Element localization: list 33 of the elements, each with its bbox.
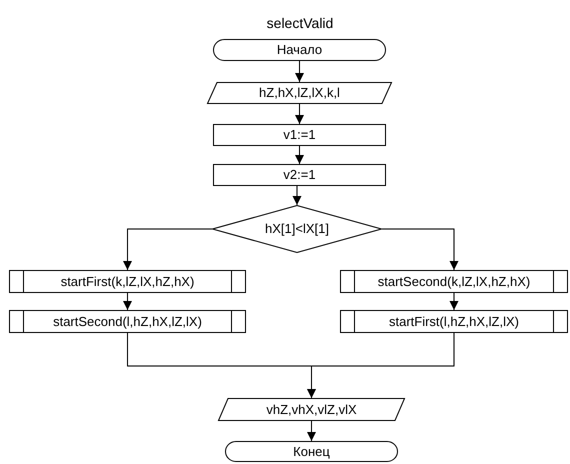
decision-diamond [212,205,382,253]
node-label: startSecond(l,hZ,hX,lZ,lX) [53,314,202,329]
subroutine-box [340,270,568,293]
arrow [307,332,454,398]
arrow [295,146,304,164]
node-label: v2:=1 [283,168,316,182]
arrow [295,60,304,82]
arrow [382,228,458,270]
io-parallelogram [207,82,392,104]
subroutine-box [9,310,246,333]
node-label: Начало [276,42,322,58]
arrow [123,228,212,270]
arrow [307,420,316,442]
node-label: startFirst(l,hZ,hX,lZ,lX) [388,314,519,329]
io-parallelogram [218,398,405,421]
arrow [450,292,458,310]
terminal-shape [213,39,386,61]
node-label: Конец [293,444,330,459]
node-label: vhZ,vhX,vlZ,vlX [266,402,357,417]
arrow [123,292,132,310]
subroutine-box [340,310,568,333]
process-box [213,124,386,146]
arrow [292,186,302,206]
node-label: startSecond(k,lZ,lX,hZ,hX) [378,274,530,289]
node-label: startFirst(k,lZ,lX,hZ,hX) [60,274,194,289]
node-label: hX[1]<lX[1] [265,222,329,236]
process-box [213,164,386,186]
terminal-shape [225,441,398,462]
node-label: v1:=1 [283,128,316,142]
diagram-title: selectValid [266,15,334,31]
subroutine-box [9,270,246,293]
arrow [295,104,304,124]
node-label: hZ,hX,lZ,lX,k,l [259,86,340,100]
